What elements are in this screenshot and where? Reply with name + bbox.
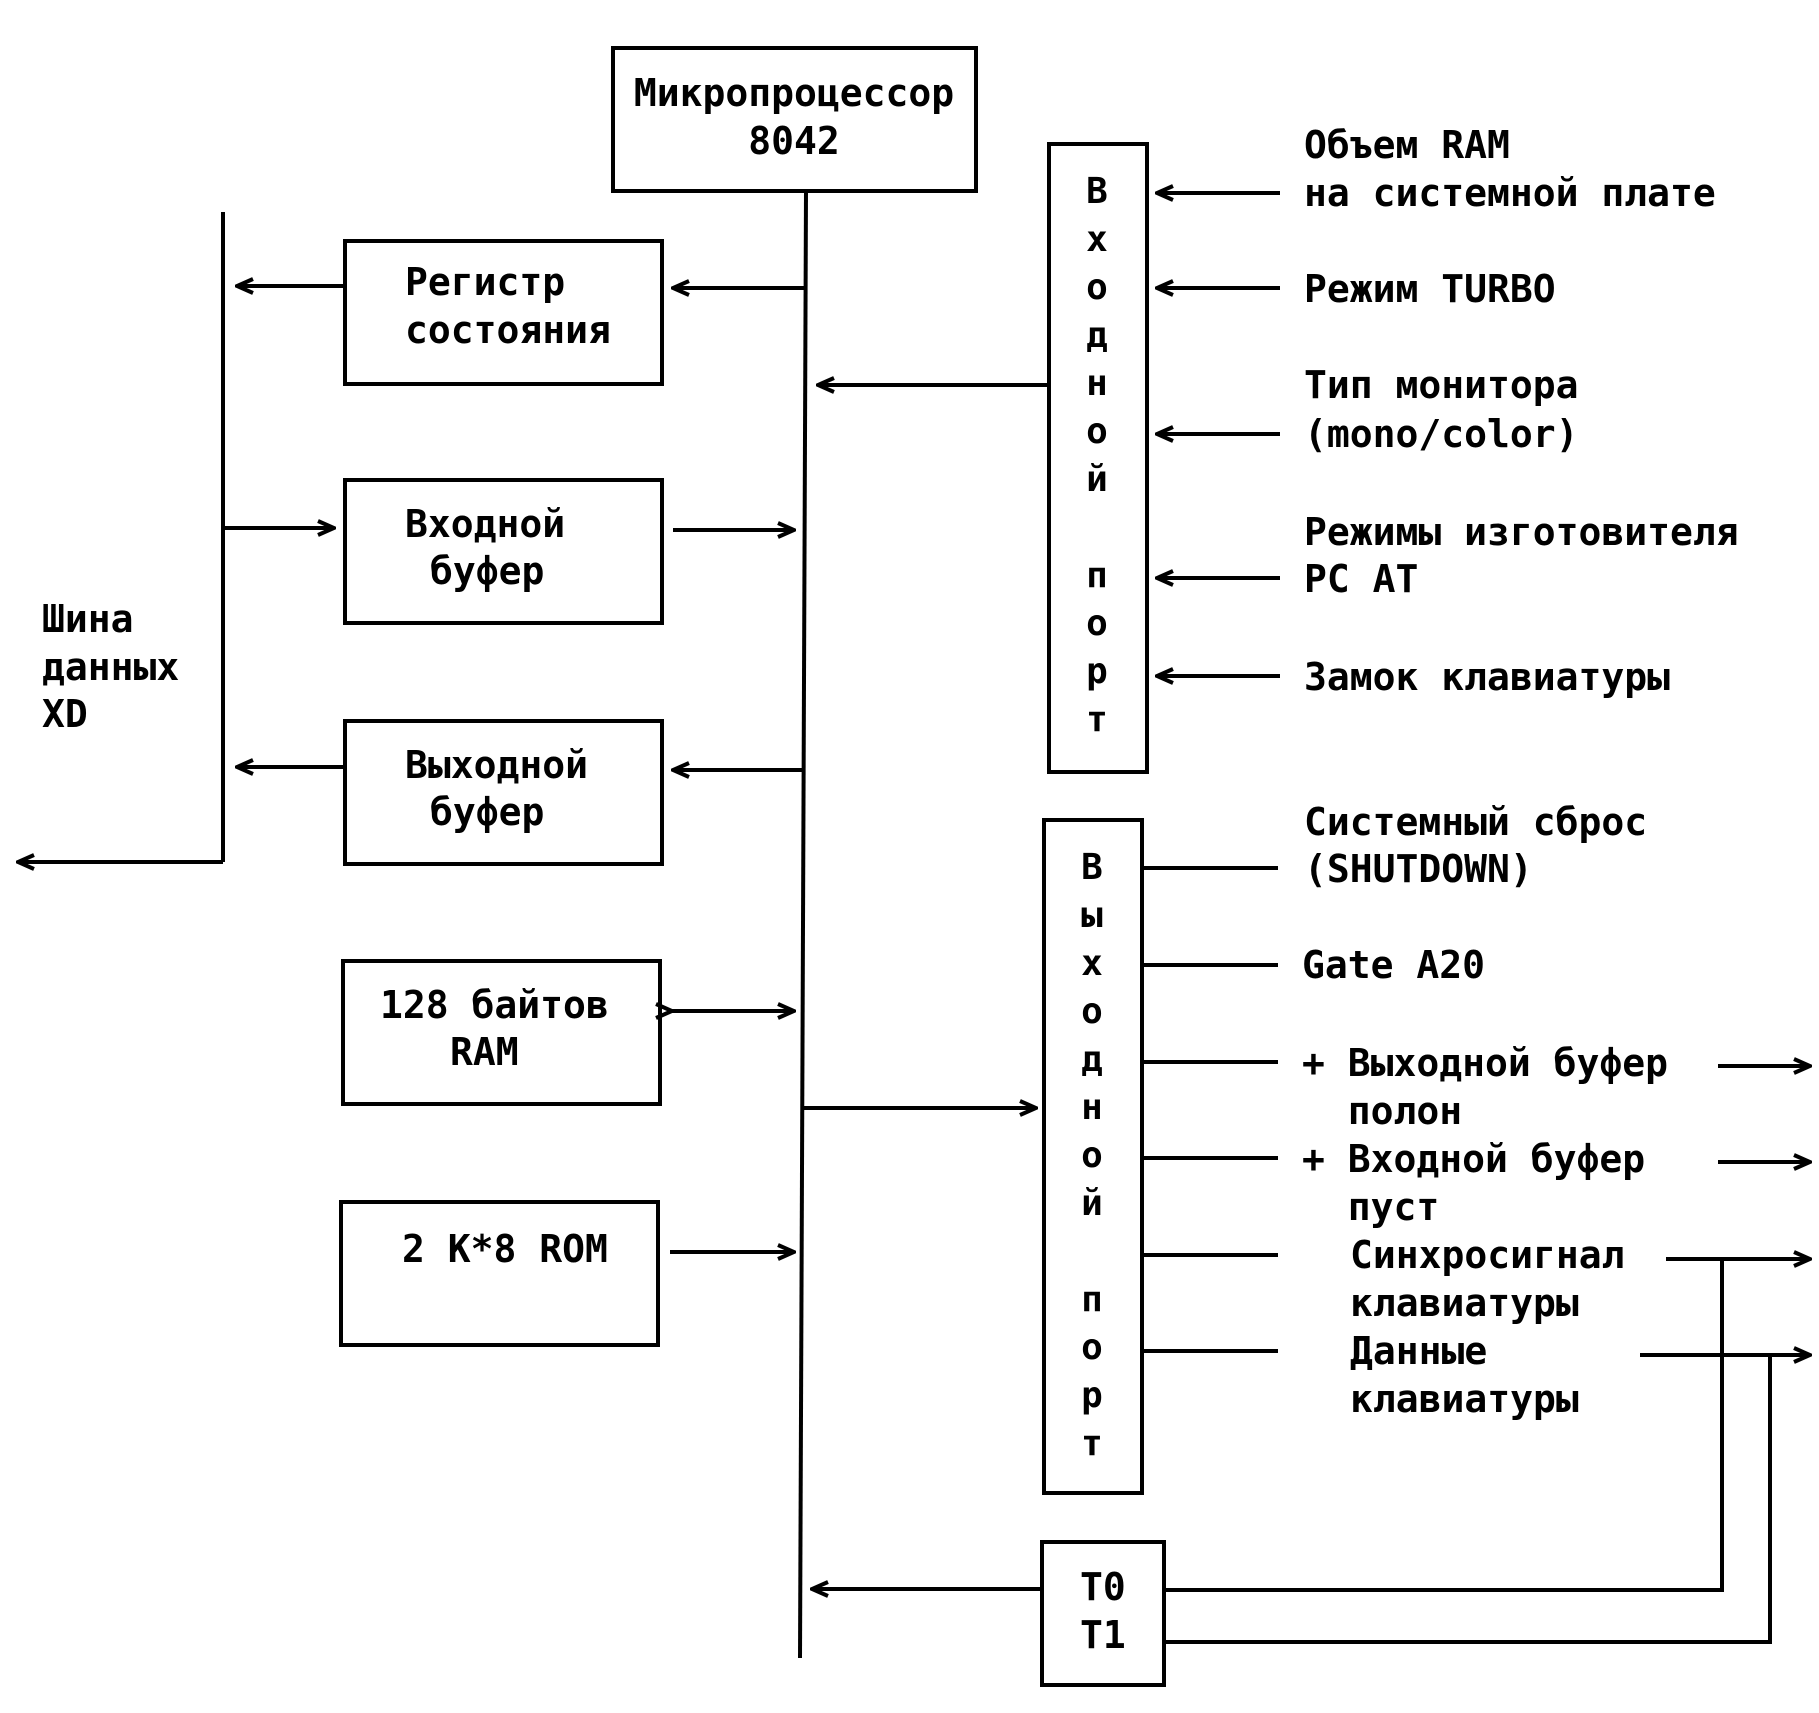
timer-input-t0: T0 [1080, 1565, 1126, 1609]
turbo-label: Режим TURBO [1304, 267, 1556, 311]
input-port-letter: н [1086, 363, 1108, 404]
output-port-letter: ы [1081, 895, 1103, 936]
status-register-label-line1: Регистр [405, 260, 565, 304]
input-port-letter: й [1086, 459, 1108, 500]
input-buffer-label-line1: Входной [405, 502, 565, 546]
input-port-letter: о [1086, 267, 1108, 308]
output-port-letter: о [1081, 991, 1103, 1032]
rom-block: 2 K*8 ROM [339, 1200, 660, 1347]
output-port-letter: й [1081, 1183, 1103, 1224]
microprocessor-label-line2: 8042 [748, 119, 840, 163]
output-port-block: В ы х о д н о й п о р т [1042, 818, 1144, 1495]
ram-size-label-line2: на системной плате [1304, 171, 1716, 215]
microprocessor-label-line1: Микропроцессор [634, 71, 954, 115]
ram-block: 128 байтов RAM [341, 959, 662, 1106]
kbd-clock-feedback-line [1164, 1259, 1724, 1592]
input-port-block: В х о д н о й п о р т [1047, 142, 1149, 774]
system-reset-label-line1: Системный сброс [1304, 800, 1647, 844]
output-buffer-label-line2: буфер [430, 790, 544, 834]
input-port-letter: т [1086, 699, 1108, 740]
obf-label-line2: полон [1302, 1089, 1462, 1133]
data-bus-label-line1: Шина [42, 597, 134, 641]
output-port-letter: р [1081, 1375, 1103, 1416]
output-port-letter: д [1081, 1039, 1103, 1080]
input-port-letter: д [1086, 315, 1108, 356]
kbd-clock-label-line2: клавиатуры [1350, 1281, 1579, 1325]
status-register-block: Регистр состояния [343, 239, 664, 386]
obf-label-line1: + Выходной буфер [1302, 1041, 1668, 1085]
output-buffer-block: Выходной буфер [343, 719, 664, 866]
ibe-label-line1: + Входной буфер [1302, 1137, 1645, 1181]
input-port-letter: х [1086, 219, 1108, 260]
ibe-label-line2: пуст [1302, 1185, 1439, 1229]
output-port-letter: о [1081, 1135, 1103, 1176]
output-buffer-label-line1: Выходной [405, 743, 588, 787]
status-register-label-line2: состояния [405, 308, 611, 352]
monitor-type-label-line2: (mono/color) [1304, 412, 1579, 456]
manufacturer-modes-label-line2: PC AT [1304, 557, 1418, 601]
input-port-letter: о [1086, 411, 1108, 452]
input-buffer-label-line2: буфер [430, 549, 544, 593]
manufacturer-modes-label-line1: Режимы изготовителя [1304, 510, 1739, 554]
kbd-clock-label-line1: Синхросигнал [1350, 1233, 1625, 1277]
rom-label: 2 K*8 ROM [402, 1227, 608, 1271]
data-bus-label: Шина данных XD [42, 597, 179, 736]
system-reset-label-line2: (SHUTDOWN) [1304, 847, 1533, 891]
output-port-letter: н [1081, 1087, 1103, 1128]
output-port-letter: х [1081, 943, 1103, 984]
kbd-data-label-line1: Данные [1350, 1329, 1487, 1373]
input-buffer-block: Входной буфер [343, 478, 664, 625]
gate-a20-label: Gate A20 [1302, 943, 1485, 987]
kbd-data-label-line2: клавиатуры [1350, 1377, 1579, 1421]
input-port-letter: В [1086, 171, 1108, 212]
internal-bus-line [798, 190, 808, 1659]
timer-input-t1: T1 [1080, 1613, 1126, 1657]
monitor-type-label-line1: Тип монитора [1304, 363, 1579, 407]
input-port-letter: о [1086, 603, 1108, 644]
ram-label-line1: 128 байтов [380, 983, 609, 1027]
input-port-letter: п [1086, 555, 1108, 596]
data-bus-label-line3: XD [42, 692, 88, 736]
data-bus-label-line2: данных [42, 645, 179, 689]
ram-size-label-line1: Объем RAM [1304, 123, 1510, 167]
kbd-data-feedback-line [1164, 1355, 1772, 1644]
keyboard-lock-label: Замок клавиатуры [1304, 655, 1670, 699]
timer-inputs-block: T0 T1 [1040, 1540, 1166, 1687]
ram-label-line2: RAM [450, 1030, 519, 1074]
output-port-letter: п [1081, 1279, 1103, 1320]
output-port-letter: т [1081, 1423, 1103, 1464]
input-port-letter: р [1086, 651, 1108, 692]
microprocessor-block: Микропроцессор 8042 [611, 46, 978, 193]
output-port-letter: В [1081, 847, 1103, 888]
output-port-letter: о [1081, 1327, 1103, 1368]
